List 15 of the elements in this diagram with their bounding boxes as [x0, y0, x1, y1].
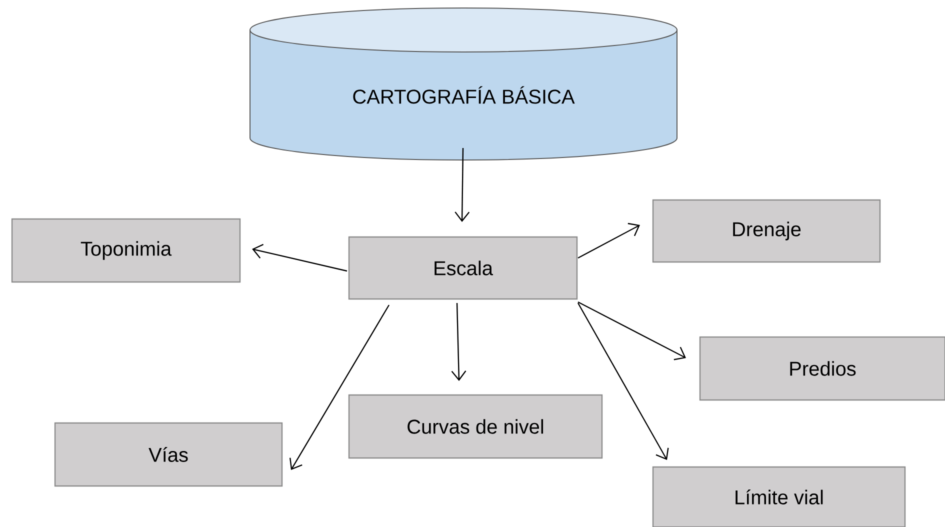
arrow — [578, 301, 686, 360]
process-box: Escala — [348, 236, 578, 300]
process-box: Curvas de nivel — [348, 394, 603, 459]
process-box: Límite vial — [652, 466, 906, 527]
arrow — [252, 244, 348, 272]
arrow — [454, 148, 470, 222]
cylinder: CARTOGRAFÍA BÁSICA — [250, 8, 678, 160]
process-box: Toponimia — [11, 218, 241, 283]
arrow — [451, 302, 466, 381]
arrow — [577, 302, 669, 460]
process-box: Vías — [54, 422, 283, 487]
arrow — [289, 304, 390, 470]
arrow — [578, 222, 640, 259]
process-box: Predios — [699, 336, 945, 401]
process-box: Drenaje — [652, 199, 881, 263]
